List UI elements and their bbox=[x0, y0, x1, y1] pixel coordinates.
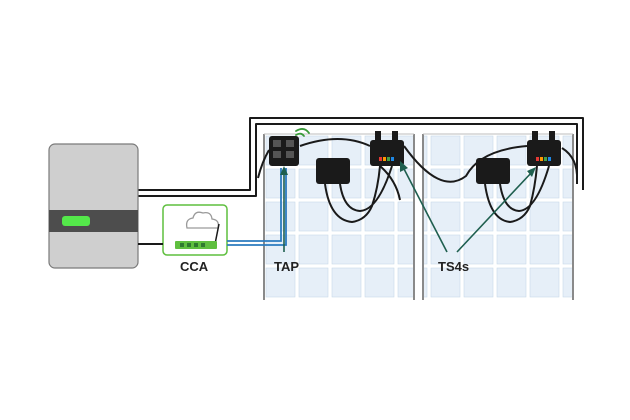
ts4-arrowhead-2 bbox=[527, 167, 536, 177]
ts4-module-2 bbox=[476, 131, 561, 184]
tap-unit bbox=[269, 128, 310, 166]
inverter-status-led bbox=[62, 216, 90, 226]
cca-label: CCA bbox=[180, 259, 209, 274]
ts4-arrowhead-1 bbox=[400, 161, 408, 172]
ts4-cables-1 bbox=[324, 165, 401, 224]
ts4-module-1 bbox=[316, 131, 404, 184]
antenna-icon bbox=[214, 223, 220, 245]
cca-board bbox=[175, 241, 217, 249]
ts4-cables-2 bbox=[484, 165, 550, 224]
cloud-icon bbox=[185, 211, 220, 229]
wifi-icon bbox=[295, 128, 310, 137]
pointer-arrows bbox=[283, 166, 533, 253]
dc-string-cable bbox=[138, 117, 584, 197]
ts4-label: TS4s bbox=[438, 259, 469, 274]
cca-tap-comm-wire bbox=[227, 168, 287, 246]
tap-label: TAP bbox=[274, 259, 299, 274]
tap-arrowhead bbox=[280, 166, 288, 175]
inverter bbox=[48, 143, 139, 269]
cca-unit bbox=[162, 204, 228, 256]
